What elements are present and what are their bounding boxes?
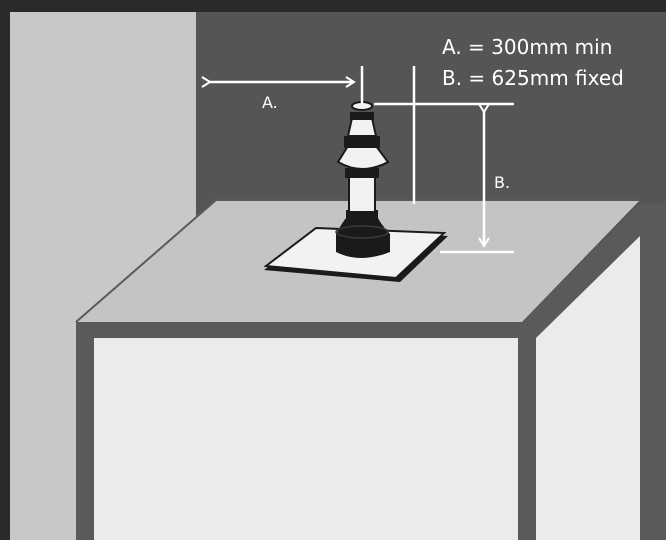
flue-terminal-ring <box>350 112 374 120</box>
flue-terminal-band <box>344 136 380 148</box>
flue-base <box>336 210 390 258</box>
roof-edge <box>75 199 640 323</box>
flue-shaft <box>348 175 376 213</box>
box-right-face-inner <box>536 236 640 540</box>
flue-collar-lower <box>345 168 379 178</box>
flue-terminal-top <box>346 117 378 137</box>
dimension-b-label: B. <box>494 173 510 192</box>
legend-line-a: A. = 300mm min <box>442 35 612 59</box>
flue-terminal-cap <box>336 145 390 170</box>
legend-line-b: B. = 625mm fixed <box>442 66 624 90</box>
flue-base-ring <box>335 225 389 239</box>
box-front-face <box>94 338 518 540</box>
dimension-a-label: A. <box>262 93 278 112</box>
